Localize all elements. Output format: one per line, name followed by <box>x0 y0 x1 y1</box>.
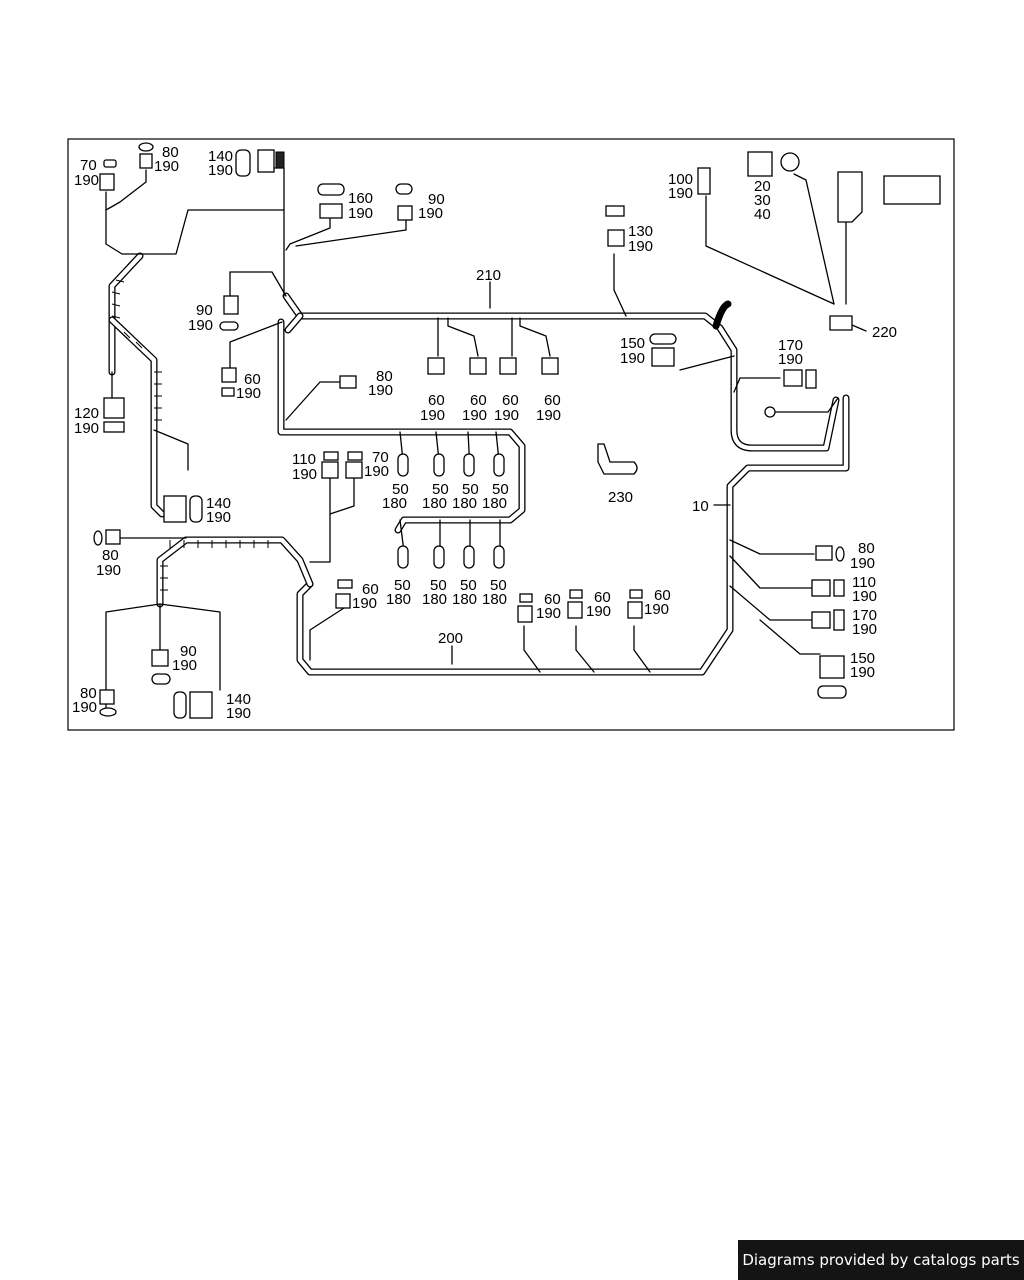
connector-100 <box>697 167 711 195</box>
harness-210 <box>277 292 840 534</box>
connector-20-30-40 <box>747 151 773 177</box>
connector-60-left <box>221 367 237 383</box>
callout-220: 220 <box>872 324 897 341</box>
callout-210: 210 <box>476 267 501 284</box>
connector-80-bottom-left <box>99 689 115 705</box>
connector-60-e <box>335 593 351 609</box>
connector-130 <box>607 229 625 247</box>
connector-140-left <box>163 495 187 523</box>
branch-wires <box>105 167 847 717</box>
connector-70-top-left <box>99 173 115 191</box>
harness-200 <box>156 536 314 608</box>
connector-90-bottom <box>151 649 169 667</box>
ecu-connector <box>837 171 863 223</box>
harness-10 <box>296 394 850 676</box>
connector-80-center <box>339 375 357 389</box>
connector-120 <box>103 397 125 419</box>
ground-terminal <box>764 406 776 418</box>
harness-left-vertical <box>108 252 166 518</box>
grommet-20-30-40 <box>780 152 800 172</box>
connector-60-d <box>541 357 559 375</box>
connector-60-h <box>627 601 643 619</box>
sensors-50-180 <box>397 453 505 569</box>
connector-70-center <box>345 461 363 479</box>
connector-60-g <box>567 601 583 619</box>
connector-170-right <box>811 611 831 629</box>
grommet-220 <box>829 315 853 331</box>
connector-60-f <box>517 605 533 623</box>
connector-60-c <box>499 357 517 375</box>
connector-60-a <box>427 357 445 375</box>
connector-110-center <box>321 461 339 479</box>
connector-140-bottom <box>189 691 213 719</box>
footer-credit: Diagrams provided by catalogs parts <box>738 1240 1024 1280</box>
connector-160 <box>319 203 343 219</box>
connector-80-left <box>105 529 121 545</box>
connector-90-top <box>397 205 413 221</box>
connector-60-b <box>469 357 487 375</box>
callout-230: 230 <box>608 489 633 506</box>
connector-170-top <box>783 369 803 387</box>
diagram-frame <box>67 138 955 731</box>
connectors <box>93 142 941 719</box>
leader-lines <box>451 281 867 665</box>
callout-10: 10 <box>692 498 709 515</box>
callout-200: 200 <box>438 630 463 647</box>
connector-90-left <box>223 295 239 315</box>
bracket-230 <box>597 443 638 475</box>
connector-150-right <box>819 655 845 679</box>
connector-80-top-left <box>139 153 153 169</box>
connector-140-top <box>257 149 275 173</box>
connector-150-top <box>651 347 675 367</box>
connector-80-right <box>815 545 833 561</box>
connector-110-right <box>811 579 831 597</box>
